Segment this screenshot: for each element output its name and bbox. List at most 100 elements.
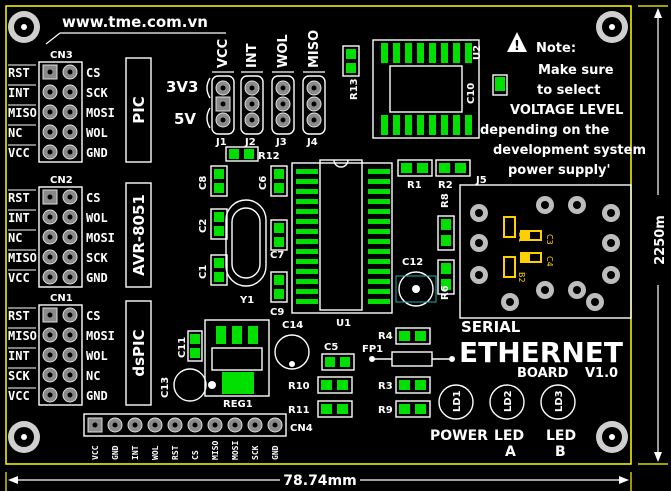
c1-capacitor: C1 [198, 254, 228, 286]
led-label-a-top: LED [494, 428, 524, 444]
note-line: power supply' [508, 163, 611, 178]
jumper-label: MISO [307, 30, 322, 68]
res-label: R4 [378, 331, 393, 342]
led-label-b-top: LED [546, 428, 576, 444]
res-label: R9 [378, 405, 393, 416]
svg-text:C12: C12 [402, 257, 423, 268]
pin-label-right: CS [86, 66, 100, 80]
pin-label-left: MISO [8, 106, 37, 120]
title-serial: SERIAL [461, 318, 521, 336]
voltage-3v3-label: 3V3 [166, 78, 198, 96]
led-ld3: LD3 [540, 384, 576, 420]
r13-resistor: R13 [342, 45, 360, 100]
pin-label-right: MOSI [86, 106, 115, 120]
jumper-label: VCC [216, 39, 231, 68]
pin-label-right: NC [86, 369, 100, 383]
header-name: CN3 [50, 50, 73, 61]
pin-label-left: VCC [8, 146, 30, 160]
target-label: PIC [130, 96, 148, 124]
pin-label-left: INT [8, 86, 30, 100]
svg-text:C3: C3 [545, 234, 554, 245]
cap-label: C7 [270, 250, 284, 261]
jumper-name: J3 [275, 137, 287, 148]
led-ld2: LD2 [489, 384, 525, 420]
res-label: R10 [288, 381, 310, 392]
pin-label-left: SCK [8, 369, 30, 383]
cn4-pin-label: MISO [211, 441, 220, 460]
res-label: R6 [440, 285, 451, 300]
pin-label-left: RST [8, 191, 30, 205]
note-line: VOLTAGE LEVEL [510, 103, 623, 118]
led-name: LD3 [554, 390, 565, 412]
pin-label-left: MISO [8, 251, 37, 265]
pin-label-right: WOL [86, 349, 108, 363]
r6-resistor: R6 [437, 259, 455, 300]
res-label: R1 [407, 180, 422, 191]
c9-capacitor: C9 [270, 271, 288, 318]
cap-label: C9 [270, 307, 284, 318]
note-line: to select [537, 83, 600, 98]
cn4-pin-label: INT [131, 445, 140, 460]
svg-text:B2: B2 [517, 272, 526, 283]
u2-chip: U2 C10 [372, 39, 483, 139]
pin-label-right: MOSI [86, 329, 115, 343]
jumper-j4: MISO J4 [302, 30, 326, 148]
cn4-name: CN4 [290, 423, 313, 434]
r12-resistor: R12 [225, 146, 280, 162]
jumper-label: INT [245, 43, 260, 68]
rj45-j5: J5 B1 B2 C3 C4 [459, 175, 632, 319]
r9-resistor: R9 [378, 400, 431, 418]
svg-text:C13: C13 [160, 377, 171, 398]
note-title: Note: [536, 41, 576, 56]
pin-label-left: MISO [8, 329, 37, 343]
pin-label-right: MOSI [86, 231, 115, 245]
c2-capacitor: C2 [198, 208, 228, 240]
cap-label: C2 [198, 219, 209, 233]
cn4-pin-label: SCK [251, 445, 260, 460]
svg-text:J5: J5 [475, 175, 487, 186]
led-label-a-bottom: A [505, 444, 516, 460]
res-label: R2 [438, 180, 453, 191]
c6-capacitor: C6 [258, 165, 288, 197]
svg-text:R12: R12 [258, 151, 280, 162]
width-label: 78.74mm [283, 473, 356, 489]
title-board: BOARD [517, 366, 569, 381]
led-label-power: POWER [430, 428, 488, 444]
svg-text:R13: R13 [349, 78, 360, 100]
led-label-b-bottom: B [555, 444, 566, 460]
jumper-name: J2 [244, 137, 256, 148]
pin-label-left: RST [8, 66, 30, 80]
version-label: V1.0 [585, 366, 618, 381]
jumper-name: J1 [215, 137, 227, 148]
pin-label-left: INT [8, 211, 30, 225]
pin-label-left: VCC [8, 271, 30, 285]
pin-label-left: INT [8, 349, 30, 363]
c13-capacitor: C13 [160, 368, 216, 402]
cn4-pin-label: MOSI [231, 441, 240, 460]
url-text: www.tme.com.vn [62, 13, 208, 31]
svg-text:!: ! [514, 39, 520, 54]
pin-label-left: NC [8, 126, 22, 140]
cap-label: C8 [198, 176, 209, 190]
mounting-holes [8, 11, 628, 453]
c8-capacitor: C8 [198, 165, 228, 197]
c7-capacitor: C7 [270, 219, 288, 261]
jumper-j2: INT J2 [240, 43, 264, 148]
svg-text:C10: C10 [466, 83, 477, 104]
c5-capacitor: C5 [321, 342, 355, 371]
target-label: dsPIC [130, 329, 148, 376]
svg-text:C11: C11 [177, 337, 188, 358]
header-name: CN1 [50, 293, 73, 304]
led-name: LD1 [452, 390, 463, 412]
jumper-name: J4 [306, 137, 318, 148]
height-dimension: 2250m [638, 5, 668, 465]
pin-label-left: NC [8, 231, 22, 245]
svg-text:C14: C14 [282, 320, 303, 331]
cn4-pin-label: WOL [151, 445, 160, 460]
jumper-label: WOL [276, 34, 291, 68]
c11-capacitor: C11 [177, 330, 203, 362]
